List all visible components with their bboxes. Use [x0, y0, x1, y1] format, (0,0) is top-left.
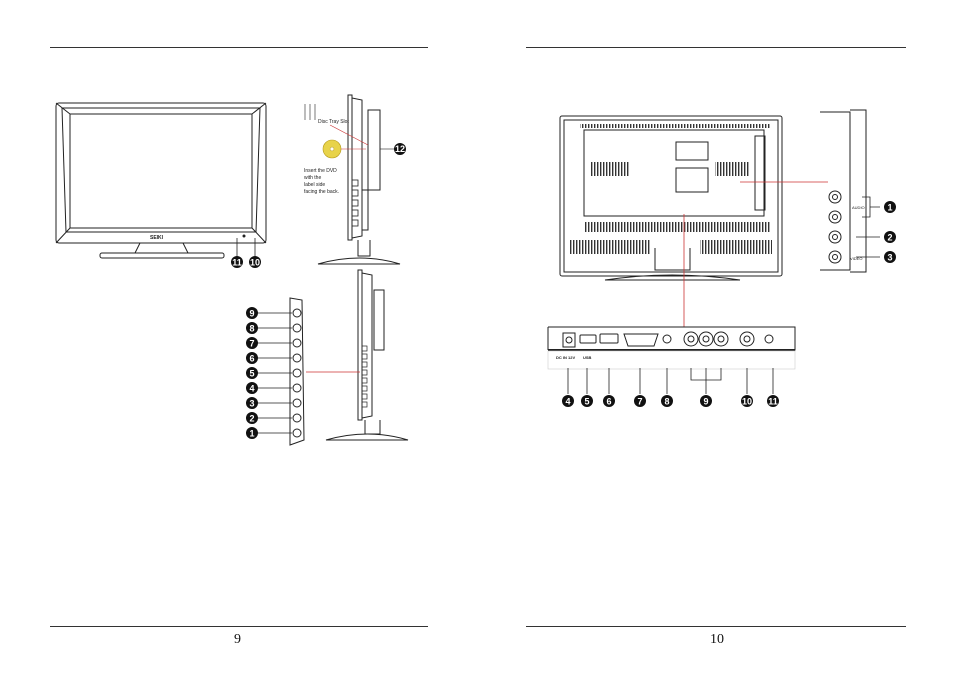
io-panel-illustration — [547, 326, 796, 351]
svg-text:2: 2 — [887, 233, 892, 243]
side-label-audio: AUDIO — [852, 205, 865, 210]
back-vent-right — [715, 162, 749, 176]
insert-note-line-1: Insert the DVD — [304, 168, 337, 174]
io-label-usb: USB — [583, 355, 592, 360]
right-bottom-rule — [526, 626, 906, 627]
svg-text:8: 8 — [249, 324, 254, 334]
disc-tray-label: Disc Tray Slot — [318, 119, 349, 125]
io-callout-11: 11 — [767, 395, 779, 407]
svg-text:7: 7 — [637, 397, 642, 407]
insert-note-line-4: facing the back. — [304, 189, 339, 195]
svg-text:10: 10 — [742, 397, 752, 407]
svg-text:11: 11 — [768, 397, 778, 407]
svg-text:6: 6 — [249, 354, 254, 364]
panel-callout-4: 4 — [246, 382, 258, 394]
left-top-rule — [50, 47, 428, 48]
side-jack-callout-3: 3 — [884, 251, 896, 263]
control-panel-illustration — [289, 297, 305, 446]
svg-text:11: 11 — [232, 258, 242, 268]
svg-text:9: 9 — [249, 309, 254, 319]
front-callout-10: 10 — [249, 256, 261, 268]
back-vent-lower-left — [570, 240, 650, 254]
svg-text:9: 9 — [703, 397, 708, 407]
insert-note-line-3: label side — [304, 182, 325, 188]
brand-logo: SEIKI — [150, 235, 164, 241]
io-callout-10: 10 — [741, 395, 753, 407]
panel-callout-2: 2 — [246, 412, 258, 424]
back-vent-lower-right — [700, 240, 772, 254]
io-label-dc: DC IN 12V — [556, 355, 575, 360]
right-top-rule — [526, 47, 906, 48]
power-led-icon — [242, 234, 246, 238]
svg-text:4: 4 — [565, 397, 570, 407]
panel-callout-8: 8 — [246, 322, 258, 334]
tv-front-illustration — [55, 102, 267, 259]
io-callout-5: 5 — [581, 395, 593, 407]
right-page-number: 10 — [710, 632, 724, 647]
svg-text:4: 4 — [249, 384, 254, 394]
side-jack-callout-2: 2 — [884, 231, 896, 243]
svg-text:10: 10 — [250, 258, 260, 268]
svg-text:7: 7 — [249, 339, 254, 349]
svg-text:5: 5 — [584, 397, 589, 407]
svg-text:8: 8 — [664, 397, 669, 407]
io-callout-9: 9 — [700, 395, 712, 407]
panel-callout-6: 6 — [246, 352, 258, 364]
io-callout-8: 8 — [661, 395, 673, 407]
panel-callout-1: 1 — [246, 427, 258, 439]
front-callout-11: 11 — [231, 256, 243, 268]
side-button-column-bottom — [361, 345, 368, 408]
side-jack-callout-1: 1 — [884, 201, 896, 213]
io-label-strip — [547, 350, 796, 370]
panel-callout-9: 9 — [246, 307, 258, 319]
svg-text:1: 1 — [249, 429, 254, 439]
svg-text:12: 12 — [395, 144, 405, 154]
tv-side-jacks-illustration — [820, 109, 867, 273]
io-callout-4: 4 — [562, 395, 574, 407]
back-vent-bottom — [584, 222, 770, 232]
panel-callout-7: 7 — [246, 337, 258, 349]
tv-back-illustration — [559, 115, 783, 281]
io-callout-7: 7 — [634, 395, 646, 407]
tv-side-illustration-top — [317, 94, 401, 265]
panel-callout-3: 3 — [246, 397, 258, 409]
svg-text:5: 5 — [249, 369, 254, 379]
svg-text:2: 2 — [249, 414, 254, 424]
svg-text:1: 1 — [887, 203, 892, 213]
left-page-number: 9 — [234, 632, 241, 647]
insert-note-line-2: with the — [304, 175, 321, 181]
panel-callout-5: 5 — [246, 367, 258, 379]
svg-text:3: 3 — [887, 253, 892, 263]
io-callout-6: 6 — [603, 395, 615, 407]
side-callout-12: 12 — [394, 143, 406, 155]
side-label-video: VIDEO — [850, 256, 862, 261]
svg-text:3: 3 — [249, 399, 254, 409]
back-vent-left — [590, 162, 630, 176]
side-button-column-top — [351, 179, 359, 227]
back-vent-top — [580, 124, 770, 128]
left-bottom-rule — [50, 626, 428, 627]
svg-text:6: 6 — [606, 397, 611, 407]
tv-side-illustration-bottom — [325, 269, 409, 441]
